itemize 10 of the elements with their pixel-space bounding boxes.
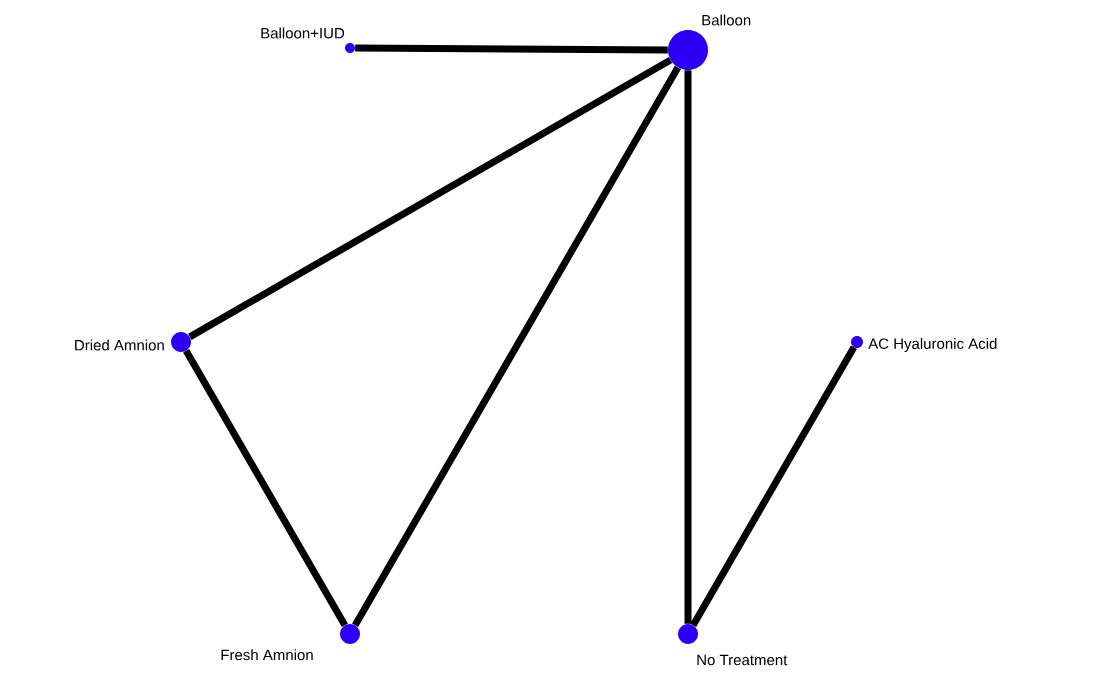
- node-label: Balloon+IUD: [261, 27, 345, 39]
- node-label: Fresh Amnion: [221, 649, 313, 661]
- node-label: Dried Amnion: [75, 339, 164, 351]
- edge-line: [690, 345, 857, 627]
- edge-line: [183, 349, 348, 627]
- node-label: Balloon: [702, 14, 751, 26]
- node-label: No Treatment: [697, 654, 788, 666]
- node-label: AC Hyaluronic Acid: [868, 338, 997, 352]
- edge-line: [188, 57, 673, 340]
- edge-line: [352, 65, 681, 627]
